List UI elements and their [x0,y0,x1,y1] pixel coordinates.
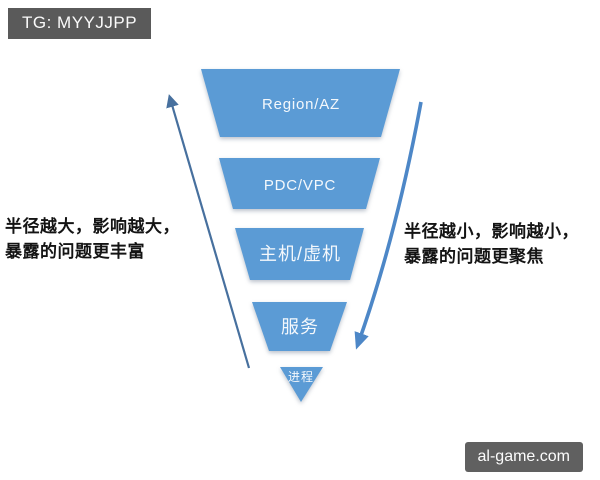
funnel-label-process: 进程 [288,369,314,384]
left-annotation-line1: 半径越大，影响越大， [5,217,180,236]
funnel-label-host-vm: 主机/虚机 [259,244,341,264]
funnel-label-pdc-vpc: PDC/VPC [264,177,336,194]
funnel-level-process [280,367,323,402]
funnel-level-service [252,302,347,351]
right-annotation: 半径越小，影响越小， 暴露的问题更聚焦 [404,219,579,269]
top-left-watermark-badge: TG: MYYJJPP [8,8,152,39]
left-annotation: 半径越大，影响越大， 暴露的问题更丰富 [5,214,180,264]
funnel-level-host-vm [235,228,364,280]
right-annotation-line1: 半径越小，影响越小， [404,222,579,241]
left-up-arrow [166,94,251,369]
left-annotation-line2: 暴露的问题更丰富 [5,242,145,261]
right-annotation-line2: 暴露的问题更聚焦 [404,247,544,266]
funnel-level-pdc-vpc [219,158,380,209]
bottom-right-watermark-badge: al-game.com [464,442,583,472]
funnel-label-region-az: Region/AZ [262,96,340,113]
funnel-level-region-az [201,69,400,137]
right-down-arrow [354,101,423,350]
funnel-label-service: 服务 [281,317,319,337]
